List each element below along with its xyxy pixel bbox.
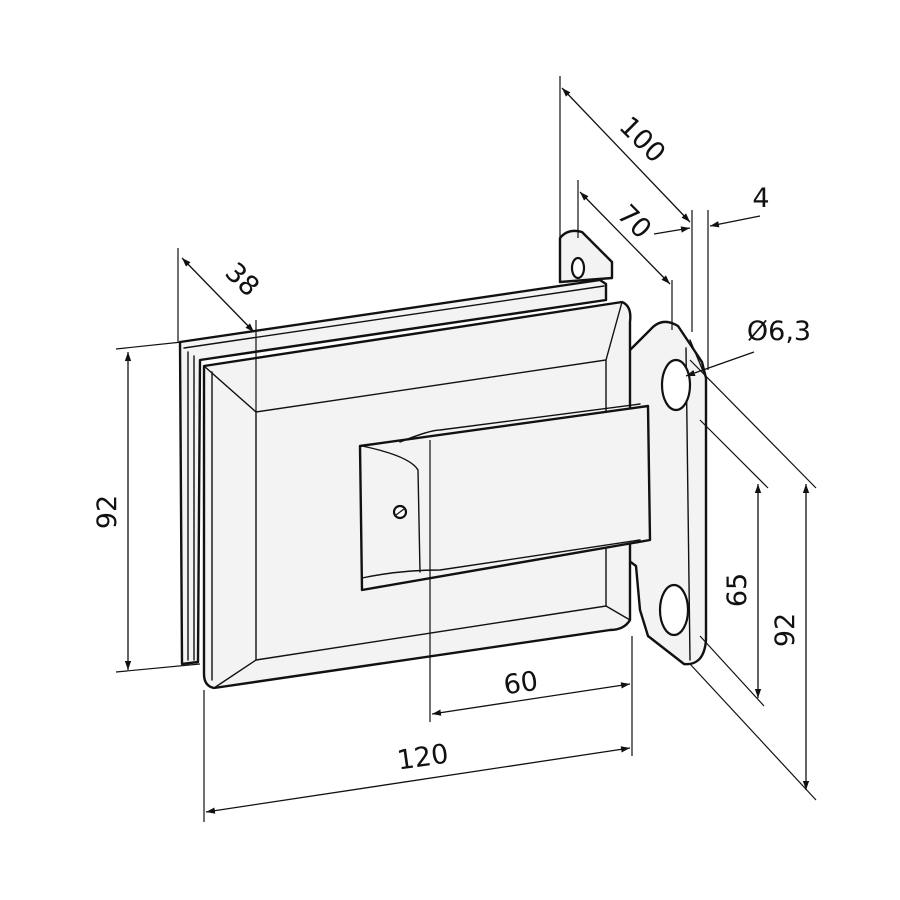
dim-line-hole-diameter [685, 351, 755, 377]
label-height-left: 92 [92, 495, 123, 529]
lower-mounting-hole [658, 583, 690, 637]
upper-mounting-hole [660, 358, 692, 412]
label-hole-spacing: 65 [722, 573, 753, 607]
label-offset-width: 60 [502, 666, 540, 701]
label-plate-depth: 70 [611, 199, 657, 245]
upper-back-hole [570, 256, 586, 280]
dim-line-thickness-right [709, 215, 761, 228]
dimension-lines [124, 87, 810, 814]
hinge-knuckle-cover [358, 403, 652, 592]
extension-lines [115, 76, 817, 822]
dim-line-overall-depth [561, 87, 691, 223]
label-depth-top: 38 [219, 257, 265, 303]
dim-line-thickness-left [653, 226, 691, 235]
label-overall-depth: 100 [613, 111, 671, 169]
dim-line-overall-width [205, 746, 631, 814]
label-hole-diameter: Ø6,3 [747, 316, 811, 347]
dim-line-offset-width [431, 682, 631, 716]
label-plate-thickness: 4 [752, 183, 769, 214]
dim-line-depth-top [181, 257, 255, 333]
label-plate-height: 92 [770, 613, 801, 647]
dim-line-plate-depth [579, 191, 671, 285]
label-overall-width: 120 [395, 739, 450, 777]
